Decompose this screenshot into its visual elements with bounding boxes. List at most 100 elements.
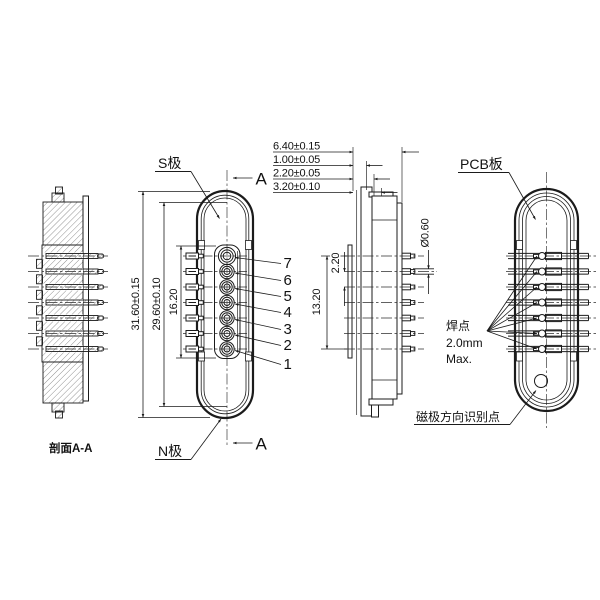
dim-pin-pitch: 2.20: [330, 253, 342, 274]
solder-point: [538, 329, 546, 338]
front-notch-left-bottom: [198, 351, 205, 362]
front-mini-pin-tip: [198, 346, 204, 352]
contact-ring-outer: [219, 310, 235, 326]
s-pole-leader: [190, 171, 220, 219]
side-pin-rows: [344, 252, 437, 353]
solder-point: [538, 267, 546, 276]
side-view: 6.40±0.15 1.00±0.05 2.20±0.05 3.20±0.10 …: [273, 141, 437, 418]
section-bottom-nub: [55, 410, 63, 419]
solder-point-leaders: [486, 255, 538, 350]
section-top-magnet-block: [42, 201, 84, 246]
contact-ring-mid: [221, 312, 233, 324]
s-pole-label: S极: [158, 155, 181, 171]
pcb-notch-right-bottom: [570, 351, 577, 362]
pin-number-leader: [234, 272, 282, 281]
pin-number-leader: [234, 318, 282, 330]
contact-ring-outer: [219, 325, 235, 342]
pcb-notch-left-bottom: [516, 351, 523, 362]
front-notch-left-top: [198, 240, 205, 250]
front-notch-right-bottom: [245, 351, 252, 362]
polarity-note-leader: [509, 390, 537, 425]
contact-ring-mid: [221, 296, 233, 309]
dim-pin-span: 13.20: [311, 289, 323, 316]
contact-ring-mid: [220, 249, 234, 263]
dim-step2: 2.20±0.05: [273, 168, 320, 180]
polarity-marker-dot: [534, 374, 548, 388]
pcb-view: PCB板 焊点 2.0mm Max. 磁极方向识别点: [414, 156, 597, 428]
solder-point: [538, 345, 546, 353]
pin-number-leader: [234, 350, 282, 365]
solder-leader: [486, 286, 538, 332]
side-tall-plate: [360, 186, 373, 417]
n-pole-label: N极: [158, 443, 182, 459]
front-mini-pin-tip: [198, 253, 204, 259]
contact-ring-inner: [223, 330, 231, 337]
side-right-plate: [396, 202, 403, 395]
contact-ring-mid: [221, 281, 233, 293]
solder-note-line1: 焊点: [446, 318, 470, 333]
dim-step3: 3.20±0.10: [273, 181, 320, 193]
section-step: [36, 289, 43, 300]
solder-leader: [486, 330, 538, 350]
pin-number: 5: [284, 288, 292, 305]
solder-point: [538, 252, 546, 260]
section-step: [36, 258, 43, 269]
solder-point: [538, 298, 546, 307]
contact-ring-outer: [219, 294, 235, 311]
dim-total-width: 6.40±0.15: [273, 141, 320, 153]
dim-housing-height: 16.20: [168, 289, 180, 316]
side-pin-tail: [410, 300, 416, 305]
solder-leader: [486, 255, 538, 332]
front-inner-shell-2: [203, 197, 247, 412]
solder-note-line2: 2.0mm: [446, 336, 483, 350]
pcb-notch-right-top: [570, 240, 577, 250]
front-view: 31.60±0.15 29.60±0.10 16.20 S极 N极 A A 7 …: [129, 155, 292, 460]
pin-number-leader: [234, 303, 282, 313]
contact-ring-outer: [219, 279, 235, 295]
section-bottom-magnet-block: [42, 361, 84, 404]
side-main-body: [371, 195, 398, 400]
contact-ring-outer: [219, 263, 235, 280]
section-step: [36, 320, 43, 331]
side-bottom-step: [368, 398, 394, 406]
section-pin-rows: [28, 252, 108, 353]
solder-leader: [486, 317, 538, 332]
pin-number: 3: [284, 321, 292, 338]
side-pin-tail: [410, 284, 416, 290]
pin-number-leaders: [234, 256, 282, 365]
front-mini-pin-tip: [198, 284, 204, 290]
pcb-label: PCB板: [460, 156, 503, 172]
pin-number-leader: [234, 287, 282, 297]
side-pin-tail: [410, 269, 416, 274]
section-step: [36, 305, 43, 316]
front-mini-pin-tip: [198, 300, 204, 305]
contact-ring-mid: [221, 265, 233, 278]
solder-note-line3: Max.: [446, 352, 472, 366]
contact-ring-mid: [221, 343, 233, 355]
front-pin-housing: [214, 244, 241, 359]
contact-ring-inner: [223, 314, 231, 322]
dim-pin-diameter: Ø0.60: [420, 218, 432, 247]
section-view-label: 剖面A-A: [49, 441, 92, 455]
contact-ring-inner: [223, 345, 231, 353]
pin-number-leader: [234, 334, 282, 346]
polarity-note: 磁极方向识别点: [416, 409, 500, 424]
solder-point: [538, 283, 546, 291]
side-pin-tail: [410, 315, 416, 321]
contact-ring-inner: [222, 251, 232, 261]
section-marker-top: A: [256, 170, 268, 189]
side-bottom-tab: [371, 404, 379, 418]
pcb-notch-left-top: [516, 240, 523, 250]
solder-leader: [486, 271, 538, 332]
contact-ring-inner: [223, 268, 231, 275]
section-step: [36, 336, 43, 347]
contact-ring-outer: [219, 341, 235, 357]
solder-leader: [486, 302, 538, 332]
front-notch-right-top: [245, 240, 252, 250]
solder-point: [538, 314, 546, 322]
contact-ring-mid: [221, 327, 233, 340]
dim-step1: 1.00±0.05: [273, 154, 320, 166]
contact-ring-inner: [223, 283, 231, 291]
